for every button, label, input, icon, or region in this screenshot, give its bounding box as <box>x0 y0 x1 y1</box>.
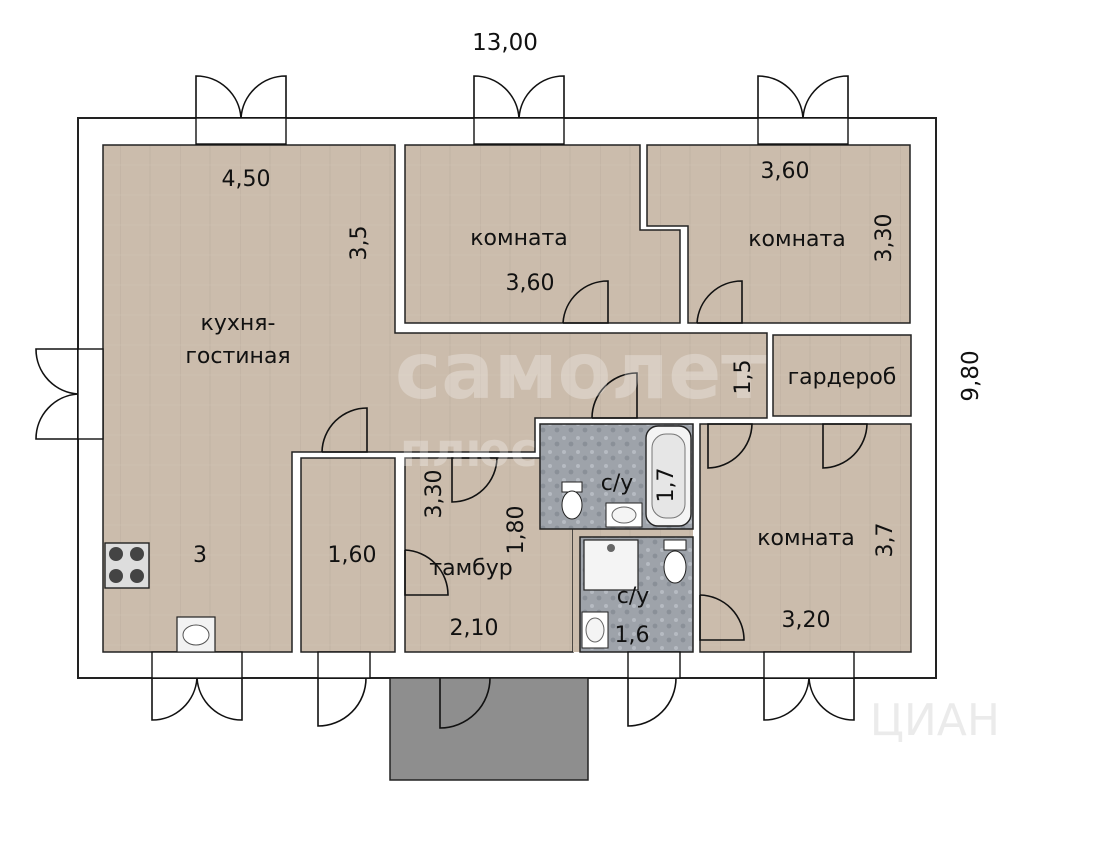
porch <box>389 677 589 781</box>
bath2-name: с/у <box>617 584 650 609</box>
window-bottom-2 <box>317 651 371 727</box>
window-left <box>35 348 104 440</box>
window-top-2 <box>473 75 565 145</box>
window-bottom-4 <box>763 651 855 721</box>
vestibule-side: 3,30 <box>422 470 447 519</box>
door-bath2 <box>699 594 745 641</box>
room2-floor <box>646 144 911 324</box>
washbasin-icon-1 <box>605 502 643 528</box>
stove-icon <box>104 542 150 589</box>
wardrobe-floor <box>772 334 912 417</box>
window-bottom-3 <box>627 651 681 727</box>
vestibule-depth: 1,80 <box>504 506 529 555</box>
overall-height: 9,80 <box>958 350 984 401</box>
bath2-width: 1,6 <box>615 623 650 648</box>
watermark-corner: ЦИАН <box>870 695 1000 746</box>
door-room3-b <box>822 423 868 469</box>
storage-width: 1,60 <box>328 543 377 568</box>
overall-width: 13,00 <box>472 30 538 56</box>
corridor-depth: 1,5 <box>731 360 756 395</box>
room1-width: 3,60 <box>506 271 555 296</box>
kitchen-name-line2: гостиная <box>185 344 290 369</box>
watermark-sub: плюс <box>400 423 537 477</box>
washbasin-icon-2 <box>581 611 609 649</box>
door-room3-a <box>707 423 753 469</box>
door-vestibule <box>451 457 498 503</box>
room1-name: комната <box>470 226 568 251</box>
bathtub-icon <box>645 425 692 527</box>
watermark-brand: самолет <box>395 327 766 417</box>
kitchen-width: 4,50 <box>222 167 271 192</box>
door-room2 <box>696 280 743 324</box>
vestibule-name: тамбур <box>429 556 512 581</box>
kitchen-sink-icon <box>176 616 216 653</box>
room2-depth: 3,30 <box>872 214 897 263</box>
toilet-icon-2 <box>663 539 687 584</box>
door-bath1 <box>591 372 638 419</box>
bath1-depth: 1,7 <box>654 468 679 503</box>
window-bottom-1 <box>151 651 243 721</box>
window-top-1 <box>195 75 287 145</box>
kitchen-extra: 3 <box>193 543 207 568</box>
kitchen-depth: 3,5 <box>347 226 372 261</box>
door-entrance <box>439 677 491 729</box>
room3-name: комната <box>757 526 855 551</box>
room1-floor <box>404 144 681 324</box>
door-storage <box>321 407 368 453</box>
door-room1 <box>562 280 609 324</box>
room2-width: 3,60 <box>761 159 810 184</box>
window-top-3 <box>757 75 849 145</box>
shower-icon <box>583 539 639 591</box>
room3-depth: 3,7 <box>873 523 898 558</box>
wardrobe-name: гардероб <box>788 365 897 390</box>
room2-name: комната <box>748 227 846 252</box>
room3-width: 3,20 <box>782 608 831 633</box>
kitchen-name-line1: кухня- <box>201 311 276 336</box>
door-storage-side <box>404 549 449 596</box>
toilet-icon-1 <box>561 481 583 520</box>
bath1-name: с/у <box>601 471 634 496</box>
vestibule-width: 2,10 <box>450 616 499 641</box>
